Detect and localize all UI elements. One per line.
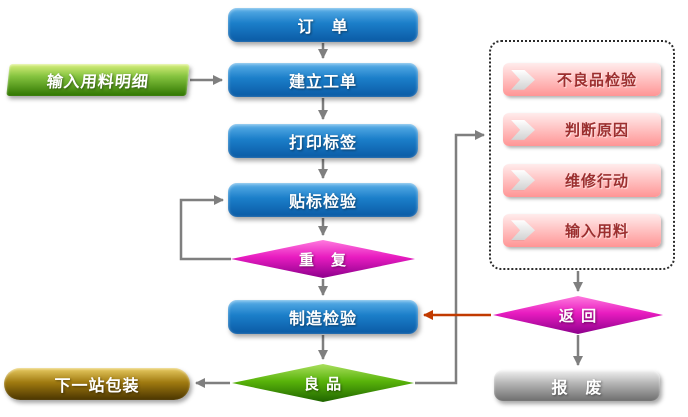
defect-item-label: 输入用料 (564, 221, 629, 240)
node-scrap: 报 废 (494, 370, 660, 401)
arrow-right-icon (511, 170, 535, 191)
node-next-station-packaging: 下一站包装 (4, 368, 190, 400)
defect-item: 不良品检验 (503, 63, 661, 97)
node-manufacturing-inspection: 制造检验 (228, 300, 418, 334)
defect-item: 判断原因 (503, 113, 661, 147)
node-create-work-order: 建立工单 (228, 63, 418, 97)
defect-item-label: 不良品检验 (556, 71, 637, 90)
node-input-material-detail: 输入用料明细 (6, 64, 190, 96)
arrow-good-product-to-defect-panel (415, 130, 485, 385)
arrow-right-icon (511, 69, 535, 90)
defect-item: 维修行动 (503, 163, 661, 197)
node-print-label: 打印标签 (228, 124, 418, 158)
defect-panel: 不良品检验 判断原因 维修行动 输入用料 (489, 40, 675, 270)
defect-item-label: 判断原因 (564, 121, 629, 140)
arrow-right-icon (511, 220, 535, 241)
arrow-right-icon (511, 119, 535, 140)
defect-item: 输入用料 (503, 213, 661, 247)
arrow-repeat-loop-to-label-inspection (179, 195, 231, 261)
node-order: 订 单 (228, 8, 418, 42)
node-label-inspection: 贴标检验 (228, 183, 418, 217)
defect-item-label: 维修行动 (564, 171, 629, 190)
